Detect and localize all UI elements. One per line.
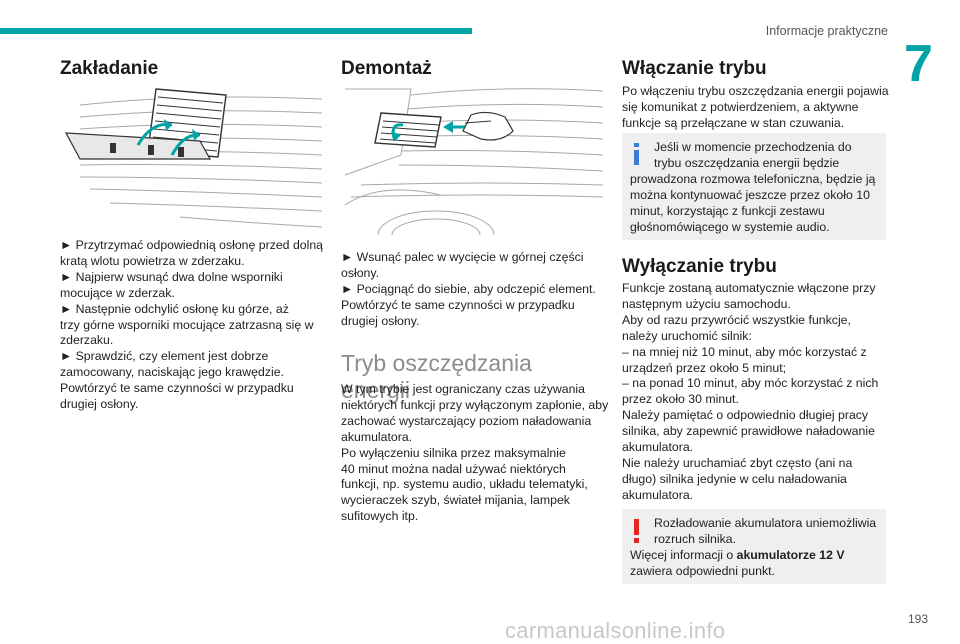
text-line: kratą wlotu powietrza w zderzaku. [60,253,245,268]
header-accent-bar [0,28,472,34]
text-line: Nie należy uruchamiać zbyt często (ani n… [622,455,853,470]
watermark: carmanualsonline.info [505,618,726,643]
text-line: Powtórzyć te same czynności w przypadku [341,297,575,312]
text-line: rozruch silnika. [654,531,737,546]
chapter-number: 7 [904,35,933,93]
text-line: – na ponad 10 minut, aby móc korzystać z… [622,376,879,391]
header-section-title: Informacje praktyczne [765,24,888,38]
text-line: Rozładowanie akumulatora uniemożliwia [654,516,877,530]
text-line: ► Przytrzymać odpowiednią osłonę przed d… [60,238,324,252]
text-line: urządzeń przez około 5 minut; [622,360,787,375]
text-line: akumulatora. [622,440,694,455]
text-line: Funkcje zostaną automatycznie włączone p… [622,281,876,295]
text-line: Należy pamiętać o odpowiednio długiej pr… [622,408,869,423]
info-note-text: Jeśli w momencie przechodzenia do trybu … [630,140,875,235]
text-line: ► Sprawdzić, czy element jest dobrze [60,349,269,364]
text-line: W tym trybie jest ograniczany czas używa… [341,382,585,396]
text-line: ► Pociągnąć do siebie, aby odczepić elem… [341,281,596,296]
heading-energy-saving-mode: Tryb oszczędzania energii [341,350,532,403]
text-line: niektórych funkcji przy wyłączonym zapło… [341,397,609,412]
text-line: akumulatora. [341,429,413,444]
text-line: Aby od razu przywrócić wszystkie funkcje… [622,312,851,327]
text-line: długo) silnika jedynie w celu naładowani… [622,471,847,486]
text-line: zawiera odpowiedni punkt. [630,563,775,578]
heading-installation: Zakładanie [60,58,159,79]
illustration-grille-cover-remove [344,88,603,235]
text-line: akumulatora. [622,487,694,502]
text-line: trzy górne wsporniki mocujące zatrzasną … [60,317,314,332]
text-line: Powtórzyć te same czynności w przypadku [60,381,294,396]
warning-note: Rozładowanie akumulatora uniemożliwia ro… [622,509,886,584]
mode-on-text: Po włączeniu trybu oszczędzania energii … [622,84,889,132]
mode-off-text: Funkcje zostaną automatycznie włączone p… [622,281,878,504]
text-line: 40 minut można nadal używać niektórych [341,461,566,476]
removal-text: ► Wsunąć palec w wycięcie w górnej częśc… [341,250,596,330]
text-line: prowadzona rozmowa telefoniczna, będzie … [630,171,876,186]
text-line: sufitowych itp. [341,509,419,524]
illustration-grille-cover-install [64,88,322,228]
warning-more-prefix: Więcej informacji o [630,547,737,562]
text-line: Jeśli w momencie przechodzenia do [654,140,852,154]
text-line: należy uruchomić silnik: [622,328,752,343]
text-line: funkcje są przełączane w stan czuwania. [622,115,845,130]
page-number: 193 [908,612,929,626]
heading-mode-on: Włączanie trybu [622,58,767,79]
text-line: Po wyłączeniu silnika przez maksymalnie [341,445,566,460]
text-line: wycieraczek szyb, świateł mijania, lampe… [341,493,570,508]
text-line: trybu oszczędzania energii będzie [654,155,840,170]
warning-icon [634,519,639,543]
energy-saving-text: W tym trybie jest ograniczany czas używa… [341,382,608,525]
text-line: przez około 30 minut. [622,392,739,407]
text-line: mocujące w zderzak. [60,285,175,300]
text-line: funkcji, np. systemu audio, układu telem… [341,477,588,492]
text-line: zderzaku. [60,333,114,348]
text-line: następnym użyciu samochodu. [622,296,791,311]
text-line: ► Wsunąć palec w wycięcie w górnej częśc… [341,250,584,264]
warning-note-text: Rozładowanie akumulatora uniemożliwia ro… [630,516,876,580]
heading-removal: Demontaż [341,58,432,79]
text-line: silnika, aby zapewnić prawidłowe naładow… [622,424,875,439]
text-line: – na mniej niż 10 minut, aby móc korzyst… [622,344,867,359]
info-note: Jeśli w momencie przechodzenia do trybu … [622,133,886,240]
text-line: zachować wystarczający poziom naładowani… [341,413,592,428]
text-line: minut, korzystając z funkcji zestawu [630,203,825,218]
heading-mode-off: Wyłączanie trybu [622,256,777,277]
text-line: Więcej informacji o akumulatorze 12 V [630,548,876,564]
text-line: drugiej osłony. [60,397,139,412]
text-line: głośnomówiącego w systemie audio. [630,219,830,234]
info-icon [634,143,639,165]
text-line: drugiej osłony. [341,313,420,328]
installation-text: ► Przytrzymać odpowiednią osłonę przed d… [60,238,323,413]
text-line: osłony. [341,265,380,280]
warning-more-bold: akumulatorze 12 V [736,547,845,562]
text-line: ► Następnie odchylić osłonę ku górze, aż [60,301,289,316]
text-line: się komunikat z potwierdzeniem, a aktywn… [622,99,859,114]
text-line: można kontynuować jeszcze przez około 10 [630,187,870,202]
text-line: zamocowany, naciskając jego krawędzie. [60,365,284,380]
text-line: Po włączeniu trybu oszczędzania energii … [622,84,889,98]
text-line: ► Najpierw wsunąć dwa dolne wsporniki [60,269,283,284]
